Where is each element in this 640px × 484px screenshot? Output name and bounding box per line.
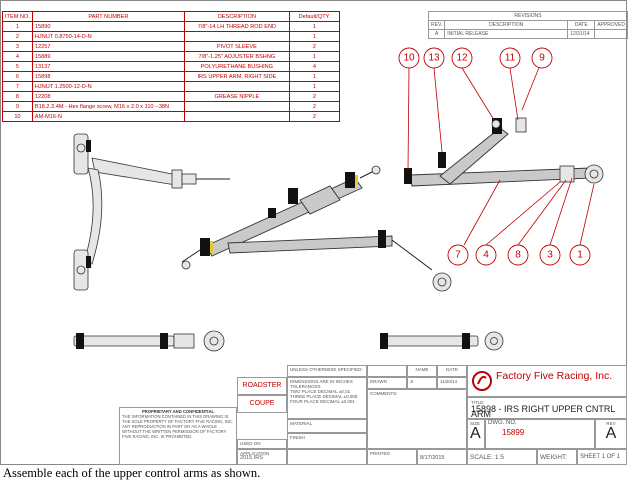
rev-value: A — [605, 425, 617, 442]
svg-text:12: 12 — [456, 53, 468, 64]
blank-cell — [367, 365, 407, 377]
bom-qty: 2 — [288, 111, 340, 122]
svg-text:11: 11 — [505, 53, 516, 64]
ballooned-view — [404, 117, 604, 187]
tolerance-heading: UNLESS OTHERWISE SPECIFIED: — [287, 365, 367, 377]
revision-table: REVISIONS REV. DESCRIPTION DATE APPROVED… — [427, 11, 629, 39]
svg-text:1: 1 — [577, 250, 583, 261]
drawn-by: JI — [407, 377, 437, 389]
application-label: APPLICATION — [240, 451, 270, 456]
balloon-4: 4 — [475, 244, 497, 266]
isometric-view — [181, 165, 452, 292]
tolerance-box: DIMENSIONS ARE IN INCHES TOLERANCES: TWO… — [287, 377, 367, 419]
printed-cell: PRINTED — [367, 449, 417, 465]
plan-view — [73, 133, 230, 291]
size-value: A — [470, 425, 481, 442]
revision-date: 12/31/14 — [567, 29, 596, 39]
svg-text:3: 3 — [547, 250, 553, 261]
proprietary-text: THE INFORMATION CONTAINED IN THIS DRAWIN… — [122, 414, 234, 439]
weight-label: WEIGHT: — [537, 449, 577, 465]
coupe-label: COUPE — [237, 395, 287, 413]
date-column: DATE — [437, 365, 467, 377]
side-view — [73, 330, 225, 352]
revision-rev: A — [427, 29, 446, 39]
company-cell: Factory Five Racing, Inc. — [467, 365, 627, 397]
svg-text:8: 8 — [515, 250, 521, 261]
application-value: 2015 IRS — [240, 455, 263, 461]
sheet-value: SHEET 1 OF 1 — [577, 449, 627, 465]
balloon-1: 1 — [569, 244, 591, 266]
size-cell: SIZE A — [467, 419, 485, 449]
balloon-10: 10 — [398, 47, 420, 69]
balloon-13: 13 — [423, 47, 445, 69]
caption-text: Assemble each of the upper control arms … — [3, 466, 261, 480]
bom-table: ITEM NO. PART NUMBER DESCRIPTION Default… — [2, 11, 340, 122]
balloon-7: 7 — [447, 244, 469, 266]
title-block: PROPRIETARY AND CONFIDENTIAL THE INFORMA… — [119, 365, 627, 465]
tolerance-line: FOUR PLACE DECIMAL ±0.001 — [290, 399, 355, 404]
svg-text:13: 13 — [428, 53, 440, 64]
scale-value: SCALE: 1:5 — [467, 449, 537, 465]
comments-label: COMMENTS: — [367, 389, 467, 449]
printed-label: PRINTED — [370, 451, 390, 456]
leader-lines — [407, 59, 595, 246]
tolerance-line: THREE PLACE DECIMAL ±0.005 — [290, 394, 358, 399]
proprietary-box: PROPRIETARY AND CONFIDENTIAL THE INFORMA… — [119, 407, 237, 465]
balloon-3: 3 — [539, 244, 561, 266]
svg-text:4: 4 — [483, 250, 489, 261]
company-name: Factory Five Racing, Inc. — [496, 370, 613, 382]
balloon-11: 11 — [499, 47, 521, 69]
drawn-date: 11/20/14 — [437, 377, 467, 389]
rev-label: REV — [606, 421, 616, 426]
blank-cell — [287, 449, 367, 465]
title-cell: TITLE: 15898 - IRS RIGHT UPPER CNTRL ARM — [467, 397, 627, 419]
svg-text:9: 9 — [539, 53, 545, 64]
rev-cell: REV A — [595, 419, 627, 449]
title-label: TITLE: — [471, 400, 485, 405]
balloon-8: 8 — [507, 244, 529, 266]
name-column: NAME — [407, 365, 437, 377]
tolerance-line: DIMENSIONS ARE IN INCHES — [290, 379, 353, 384]
roadster-label: ROADSTER — [237, 377, 287, 395]
application-cell: APPLICATION 2015 IRS — [237, 449, 287, 465]
company-logo-icon — [472, 371, 492, 391]
revision-approved — [594, 29, 629, 39]
balloon-9: 9 — [531, 47, 553, 69]
svg-text:7: 7 — [455, 250, 461, 261]
front-view — [380, 331, 504, 351]
tolerance-line: TWO PLACE DECIMAL ±0.01 — [290, 389, 351, 394]
dwg-no-cell: DWG. NO. 15899 — [485, 419, 595, 449]
dwg-no-value: 15899 — [502, 428, 525, 437]
svg-text:10: 10 — [403, 53, 415, 64]
finish-label: FINISH — [287, 433, 367, 449]
printed-date: 8/17/2015 — [417, 449, 467, 465]
dwg-no-label: DWG. NO. — [488, 420, 517, 426]
balloon-12: 12 — [451, 47, 473, 69]
proprietary-heading: PROPRIETARY AND CONFIDENTIAL — [141, 409, 215, 414]
tolerance-line: TOLERANCES: — [290, 384, 322, 389]
used-on-label: USED ON — [237, 439, 287, 449]
material-label: MATERIAL — [287, 419, 367, 433]
size-label: SIZE — [470, 421, 481, 426]
drawn-label: DRAWN — [367, 377, 407, 389]
drawing-title: 15898 - IRS RIGHT UPPER CNTRL ARM — [471, 404, 616, 419]
